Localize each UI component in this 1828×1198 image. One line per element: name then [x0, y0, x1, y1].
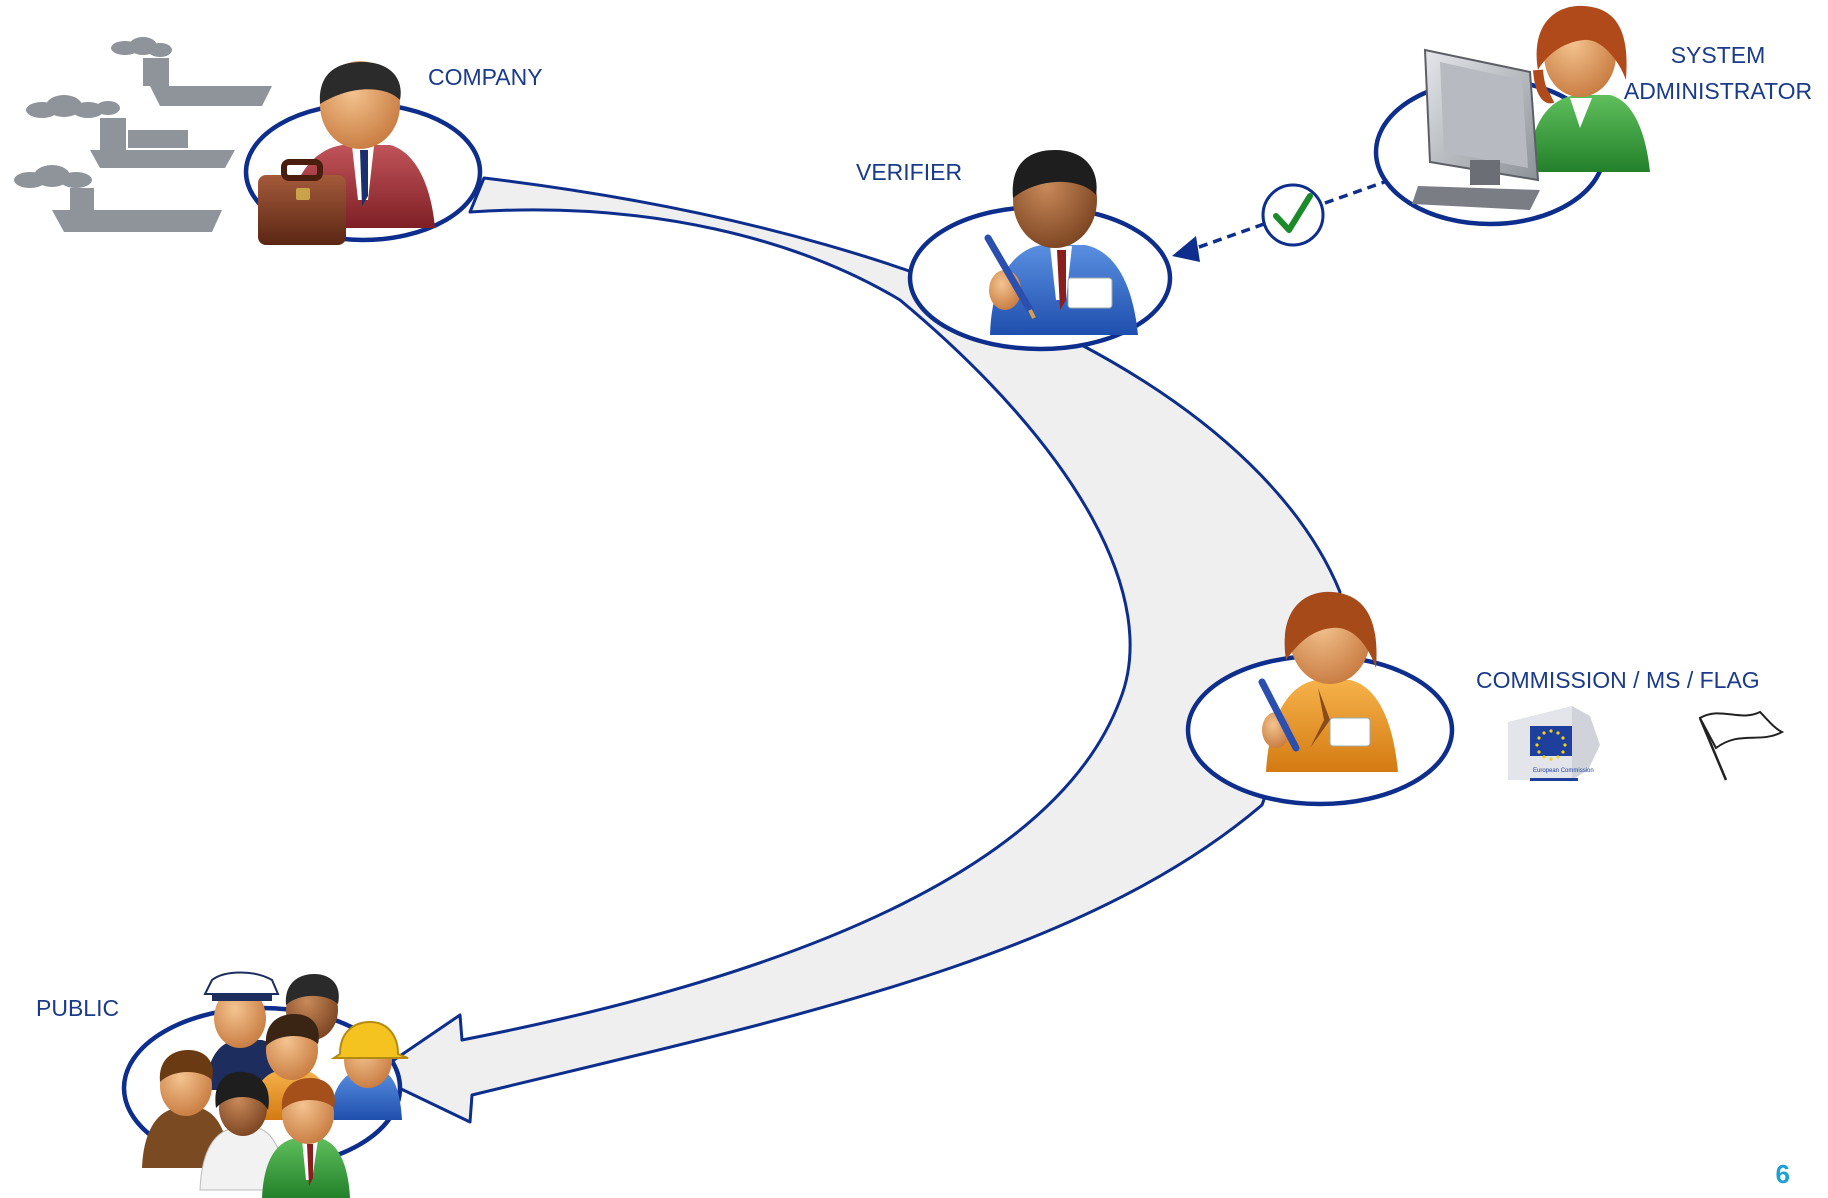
verifier-label: VERIFIER	[856, 159, 962, 185]
public-label: PUBLIC	[36, 995, 119, 1021]
cargo-ship-icon	[26, 95, 235, 168]
admin-at-computer-icon	[1412, 5, 1650, 210]
system-admin-label-line1: SYSTEM	[1671, 42, 1766, 68]
arrowhead-icon	[1172, 236, 1200, 262]
verifier-icon	[984, 150, 1138, 335]
page-number: 6	[1775, 1159, 1790, 1189]
ships-group	[14, 37, 272, 232]
company-label: COMPANY	[428, 64, 543, 90]
businessman-icon	[258, 61, 435, 245]
checkmark-circle	[1261, 183, 1325, 247]
checkmark-icon	[1273, 193, 1313, 233]
flag-icon	[1698, 710, 1785, 781]
cargo-ship-icon	[14, 165, 222, 232]
official-woman-icon	[1258, 591, 1398, 772]
system-admin-label-line2: ADMINISTRATOR	[1624, 78, 1812, 104]
eu-commission-logo: European Commission	[1508, 706, 1600, 781]
crowd-icon	[142, 971, 409, 1198]
commission-label: COMMISSION / MS / FLAG	[1476, 667, 1760, 693]
approval-connector	[1172, 178, 1391, 262]
flow-arrow	[370, 176, 1342, 1124]
eu-logo-text: European Commission	[1533, 768, 1594, 774]
cargo-ship-icon	[111, 37, 272, 106]
